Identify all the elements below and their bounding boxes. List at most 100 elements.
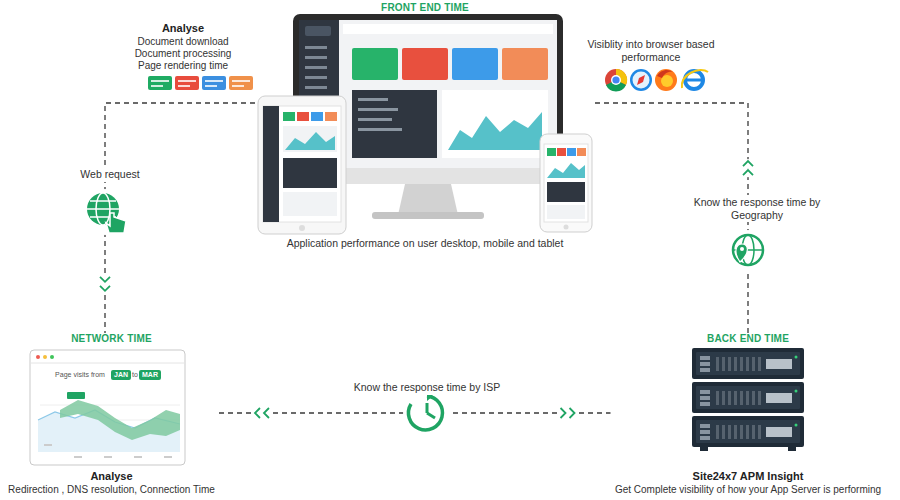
stage-node: BACK END TIMESite24x7 APM InsightGet Com… (611, 333, 886, 498)
network-chart-window-part (164, 456, 172, 458)
desktop-monitor-part (358, 98, 388, 101)
metric-badges-part (151, 85, 163, 87)
metric-badges-part (232, 85, 244, 87)
section-heading: BACK END TIME (707, 333, 789, 345)
metric-badges-part (232, 80, 250, 82)
tablet-device-part (258, 96, 346, 234)
web-request-icon (82, 189, 128, 235)
server-rack-part (700, 447, 708, 451)
network-chart-window-part (36, 355, 40, 359)
desktop-monitor-part (305, 56, 327, 59)
isp-clock-icon-part (426, 403, 429, 413)
isp-clock-icon-part (408, 396, 442, 430)
chart-filter-text: Page visits from (55, 371, 105, 379)
geography-icon-part (736, 244, 747, 262)
browser-icons-part (611, 75, 621, 85)
desktop-monitor-part (305, 86, 327, 89)
geography-icon-part (733, 235, 763, 265)
tablet-device-part (285, 132, 335, 150)
tablet-device-part (283, 158, 337, 188)
network-chart-window (30, 350, 185, 465)
arrow-chevron (264, 408, 269, 418)
dashed-connector (105, 103, 255, 333)
chevron-gap (262, 407, 271, 419)
tablet-device-part (311, 112, 323, 121)
network-chart-window-part (134, 456, 142, 458)
arrow-chevron (743, 170, 753, 175)
browser-icons-part (637, 75, 645, 85)
web-request-icon-part (87, 208, 119, 210)
chevron-gap (99, 275, 111, 284)
web-request-icon-part (90, 200, 116, 202)
network-chart-window-part (30, 350, 185, 465)
server-rack-part (692, 348, 804, 379)
connector-label: Web request (77, 167, 142, 182)
server-rack-part (692, 416, 804, 447)
metric-badges-part (205, 85, 217, 87)
metric-badges-part (175, 76, 199, 90)
metric-badges-part (229, 76, 253, 90)
browser-icons-part (682, 70, 708, 88)
metric-badges-part (202, 76, 226, 90)
chevron-gap (742, 159, 754, 168)
chevron-gap (559, 407, 568, 419)
desktop-monitor-part (452, 48, 498, 80)
arrow-chevron (100, 286, 110, 291)
phone-device-part (557, 148, 566, 156)
tablet-device-part (283, 126, 337, 152)
desktop-monitor-part (402, 48, 448, 80)
server-rack-part (788, 447, 796, 451)
browser-icons-part (655, 69, 677, 91)
phone-device-part (547, 163, 585, 178)
metric-item: Document processing (135, 48, 232, 60)
stage-node: FRONT END TIME Application performance on… (255, 0, 595, 252)
stage-node: NETWORK TIMEAnalyseRedirection , DNS res… (4, 333, 219, 498)
geography-icon-part (740, 247, 744, 251)
network-chart-window-part (50, 355, 54, 359)
chevron-gap (253, 407, 262, 419)
desktop-monitor-part (358, 108, 398, 111)
tablet-device-part (263, 106, 279, 222)
network-chart-window-part (44, 444, 52, 446)
metric-badges (148, 76, 253, 90)
browser-icons-part (686, 79, 702, 82)
desktop-monitor-part (372, 212, 484, 219)
web-request-icon-part (82, 189, 128, 235)
connector-label: Know the response time by ISP (351, 380, 504, 395)
web-request-icon-part (106, 213, 126, 233)
desktop-monitor-part (398, 184, 458, 215)
isp-clock-icon (403, 389, 451, 437)
network-chart-window-part (40, 405, 180, 406)
arrow-chevron (255, 408, 260, 418)
desktop-monitor-part (352, 90, 437, 158)
network-chart-window-part (67, 392, 85, 399)
browser-icons-part (657, 70, 673, 78)
chart-filter-text: to (132, 371, 138, 379)
metric-item: Page rendering time (138, 60, 228, 72)
phone-device-part (567, 148, 576, 156)
chevron-gap (568, 407, 577, 419)
network-chart-window-part (43, 355, 47, 359)
desktop-monitor-part (305, 26, 331, 36)
chevron-gap (99, 284, 111, 293)
node-title: Analyse (90, 470, 132, 483)
phone-device-part (540, 134, 592, 232)
browser-icons-part (612, 76, 619, 83)
metric-badges-part (205, 80, 223, 82)
desktop-monitor-part (358, 128, 402, 131)
server-rack-part (692, 382, 804, 413)
desktop-monitor-part (358, 118, 392, 121)
phone-device-part (547, 182, 585, 202)
node-title: Application performance on user desktop,… (287, 237, 564, 250)
server-rack (692, 348, 804, 451)
metric-badges-part (178, 80, 196, 82)
chevron-gap (742, 168, 754, 177)
metric-item: Document download (137, 36, 228, 48)
phone-device-part (547, 205, 585, 219)
network-chart-window-part (30, 363, 185, 364)
section-heading: FRONT END TIME (381, 2, 469, 14)
browser-icons-part (605, 69, 627, 91)
phone-device (540, 134, 592, 232)
